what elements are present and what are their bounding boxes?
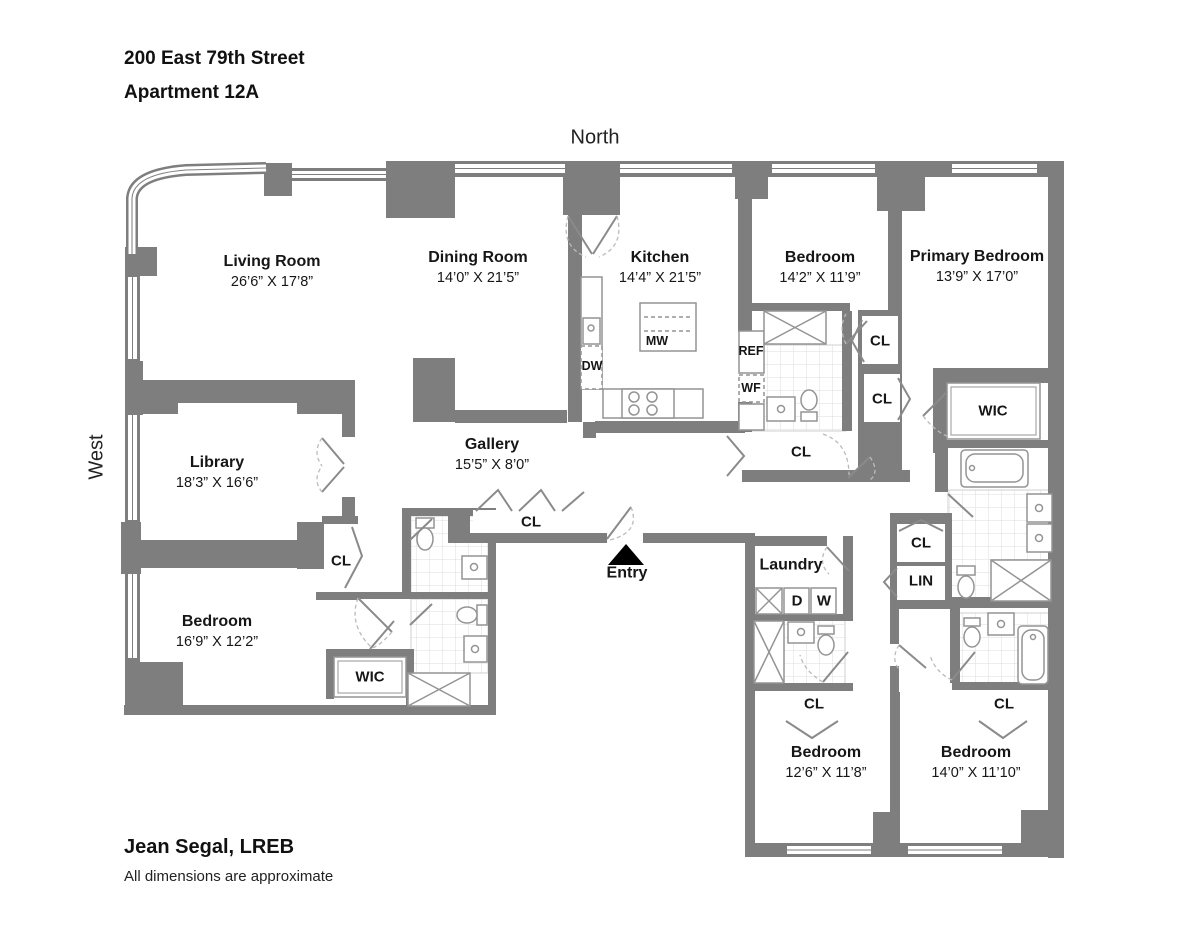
room-label-laundry: Laundry [759, 556, 823, 574]
room-dims: 14’0” X 21’5” [436, 269, 520, 286]
linen-closet-label: LIN [908, 572, 934, 590]
closet-label-gallery: CL [521, 513, 541, 531]
room-label-library: Library 18’3” X 16’6” [176, 453, 258, 493]
closet-label-ne2: CL [872, 390, 892, 408]
doors [321, 215, 1028, 740]
room-name: Bedroom [181, 613, 253, 631]
closet-niches [324, 316, 1034, 721]
closet-label-south2: CL [994, 695, 1014, 713]
room-name: Gallery [464, 436, 520, 454]
room-name: Primary Bedroom [909, 248, 1045, 266]
closet-label-south1: CL [804, 695, 824, 713]
room-dims: 15’5” X 8’0” [454, 456, 530, 473]
room-dims: 13’9” X 17’0” [935, 268, 1019, 285]
room-dims: 14’2” X 11’9” [779, 269, 861, 286]
room-name: Bedroom [790, 744, 862, 762]
door-arcs [316, 215, 953, 683]
closet-label-east: CL [911, 534, 931, 552]
closet-label-ne1: CL [870, 332, 890, 350]
room-dims: 14’4” X 21’5” [618, 269, 702, 286]
room-dims: 12’6” X 11’8” [785, 764, 867, 781]
room-dims: 14’0” X 11’10” [931, 764, 1021, 781]
fixtures [333, 276, 1053, 707]
entry-label: Entry [606, 564, 648, 582]
curved-window-wall [126, 162, 267, 254]
room-name: Living Room [223, 253, 321, 271]
wic-label-west: WIC [355, 668, 385, 686]
room-dims: 16’9” X 12’2” [175, 633, 259, 650]
room-label-primary-bedroom: Primary Bedroom 13’9” X 17’0” [910, 247, 1044, 287]
dryer-label: D [791, 592, 803, 610]
wine-fridge-label: WF [741, 381, 761, 395]
room-name: Kitchen [630, 249, 690, 267]
refrigerator-label: REF [738, 344, 764, 358]
room-name: Bedroom [784, 249, 856, 267]
room-label-bedroom-ne: Bedroom 14’2” X 11’9” [779, 248, 860, 288]
room-name: Library [189, 454, 245, 472]
room-dims: 18’3” X 16’6” [175, 474, 259, 491]
room-name: Bedroom [940, 744, 1012, 762]
wic-label-primary: WIC [978, 402, 1008, 420]
room-label-bedroom-south2: Bedroom 14’0” X 11’10” [931, 743, 1020, 783]
washer-label: W [816, 592, 832, 610]
plan-address: 200 East 79th Street [124, 48, 305, 69]
room-label-bedroom-west: Bedroom 16’9” X 12’2” [176, 612, 258, 652]
microwave-label: MW [645, 334, 669, 348]
compass-west-label: West [85, 434, 108, 480]
room-dims: 26’6” X 17’8” [230, 273, 314, 290]
closet-label-hall: CL [791, 443, 811, 461]
compass-north-label: North [570, 126, 620, 149]
room-name: Dining Room [428, 249, 528, 267]
plan-apartment: Apartment 12A [124, 82, 260, 103]
windows [128, 164, 1037, 854]
room-label-bedroom-south1: Bedroom 12’6” X 11’8” [785, 743, 866, 783]
room-label-gallery: Gallery 15’5” X 8’0” [455, 435, 529, 475]
room-label-dining: Dining Room 14’0” X 21’5” [428, 248, 528, 288]
agent-credit: Jean Segal, LREB [124, 836, 295, 858]
dishwasher-label: DW [581, 359, 603, 373]
room-label-living: Living Room 26’6” X 17’8” [224, 252, 321, 292]
room-label-kitchen: Kitchen 14’4” X 21’5” [619, 248, 701, 288]
dimensions-disclaimer: All dimensions are approximate [124, 868, 334, 885]
entry-marker-icon [608, 544, 644, 565]
closet-label-west: CL [331, 552, 351, 570]
